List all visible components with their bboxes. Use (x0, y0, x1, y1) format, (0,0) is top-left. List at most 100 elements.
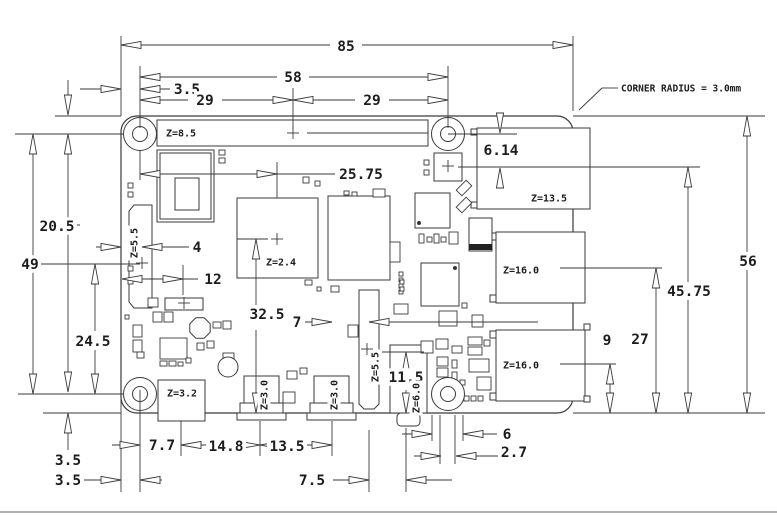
smd-component (218, 157, 226, 164)
smd-component (451, 359, 458, 369)
dimension-label: 49 (21, 257, 38, 273)
component-height-label-group: Z=3.0 (257, 377, 271, 413)
dimension-label: 29 (363, 93, 380, 109)
dimension-arrow (139, 84, 161, 94)
dimension-arrow (90, 263, 100, 285)
smd-component (470, 395, 477, 402)
usb-pin (583, 323, 591, 331)
label-backing (296, 471, 328, 489)
pin1-dot (453, 266, 457, 270)
dimension-arrow (100, 475, 122, 485)
label-backing (164, 386, 200, 400)
dimension-label: 3.5 (174, 82, 200, 98)
component-height-label: Z=5.5 (130, 228, 141, 258)
label-backing (500, 425, 514, 443)
dimension-arrow (742, 115, 752, 137)
label-backing (282, 68, 304, 86)
dimension-label-group: 58 (282, 68, 304, 86)
dimension-arrow (742, 392, 752, 414)
dimension-label: 85 (337, 39, 354, 55)
smd-component (438, 310, 458, 327)
smd-component (398, 271, 404, 277)
smd-component (302, 176, 310, 184)
smd-component (351, 191, 358, 197)
component-band (469, 244, 492, 250)
smd-component (461, 302, 468, 309)
label-backing (481, 141, 521, 159)
dimension-label-group: 20.5 (37, 217, 77, 235)
label-backing (368, 349, 382, 385)
smd-component (436, 356, 449, 367)
lan-chip (420, 262, 460, 307)
dimension-arrow (256, 169, 278, 179)
label-backing (500, 358, 542, 372)
dimension-arrow (139, 72, 161, 82)
dimension-label-group: 7.5 (296, 471, 328, 489)
dimension-arrow (368, 317, 390, 327)
component-height-label-group: Z=2.4 (263, 255, 299, 269)
dimension-label: 9 (603, 333, 612, 349)
smd-component (399, 286, 405, 292)
dimension-arrow (180, 440, 202, 450)
smd-component (418, 233, 425, 244)
label-backing (528, 191, 570, 205)
wifi-chip (174, 177, 200, 211)
dimension-arrow (90, 373, 100, 395)
dimension-label-group: 4 (190, 238, 204, 256)
dimension-label: 3.5 (55, 473, 81, 489)
label-backing (267, 437, 307, 455)
smd-component (218, 149, 226, 156)
dimension-label-group: 7 (290, 313, 304, 331)
dimension-arrow (405, 475, 427, 485)
label-backing (498, 443, 530, 461)
dimension-arrow (28, 373, 38, 395)
dimension-arrow (63, 371, 73, 393)
dimension-arrow (651, 267, 661, 289)
dimension-arrow (651, 392, 661, 414)
smd-component (196, 342, 205, 351)
smd-component (420, 340, 434, 354)
component-height-label: Z=6.0 (412, 383, 423, 413)
electrolytic-cap (217, 356, 239, 378)
smd-component (127, 265, 134, 272)
dimension-label: 13.5 (270, 439, 305, 455)
label-backing (361, 91, 383, 109)
component-height-label: Z=3.2 (167, 389, 197, 400)
dimension-arrow (100, 242, 122, 252)
label-backing (619, 81, 747, 95)
dimension-arrow (63, 94, 73, 116)
dimension-label-group: 29 (194, 91, 216, 109)
label-backing (263, 255, 299, 269)
smd-component (448, 231, 459, 245)
dimension-arrow (63, 412, 73, 434)
label-backing (127, 225, 141, 261)
dimension-label: 58 (284, 70, 301, 86)
label-backing (194, 91, 216, 109)
label-backing (335, 37, 357, 55)
dimension-arrow (605, 363, 615, 385)
label-backing (52, 471, 84, 489)
component-height-label: Z=3.0 (260, 380, 271, 410)
smd-component (316, 286, 322, 292)
label-backing (600, 331, 614, 349)
dimension-label-group: 12 (202, 270, 224, 288)
smd-component (393, 303, 409, 315)
dimension-arrow (162, 274, 184, 284)
smd-component (343, 190, 350, 196)
dimension-label: 3.5 (55, 453, 81, 469)
component-height-label-group: Z=8.5 (163, 126, 199, 140)
smd-component (467, 336, 483, 346)
dimension-label-group: 29 (361, 91, 383, 109)
label-backing (290, 313, 304, 331)
dimension-arrow (683, 166, 693, 188)
dimension-arrow (311, 317, 333, 327)
dimension-label-group: 24.5 (73, 332, 113, 350)
smd-component (433, 233, 440, 244)
dimension-label-group: 6.14 (481, 141, 521, 159)
smd-component (330, 285, 340, 293)
dimension-label: 6 (503, 427, 512, 443)
inductor-component (189, 317, 211, 339)
label-backing (336, 165, 386, 183)
dimension-label: 2.7 (501, 445, 527, 461)
smd-component (299, 367, 308, 375)
